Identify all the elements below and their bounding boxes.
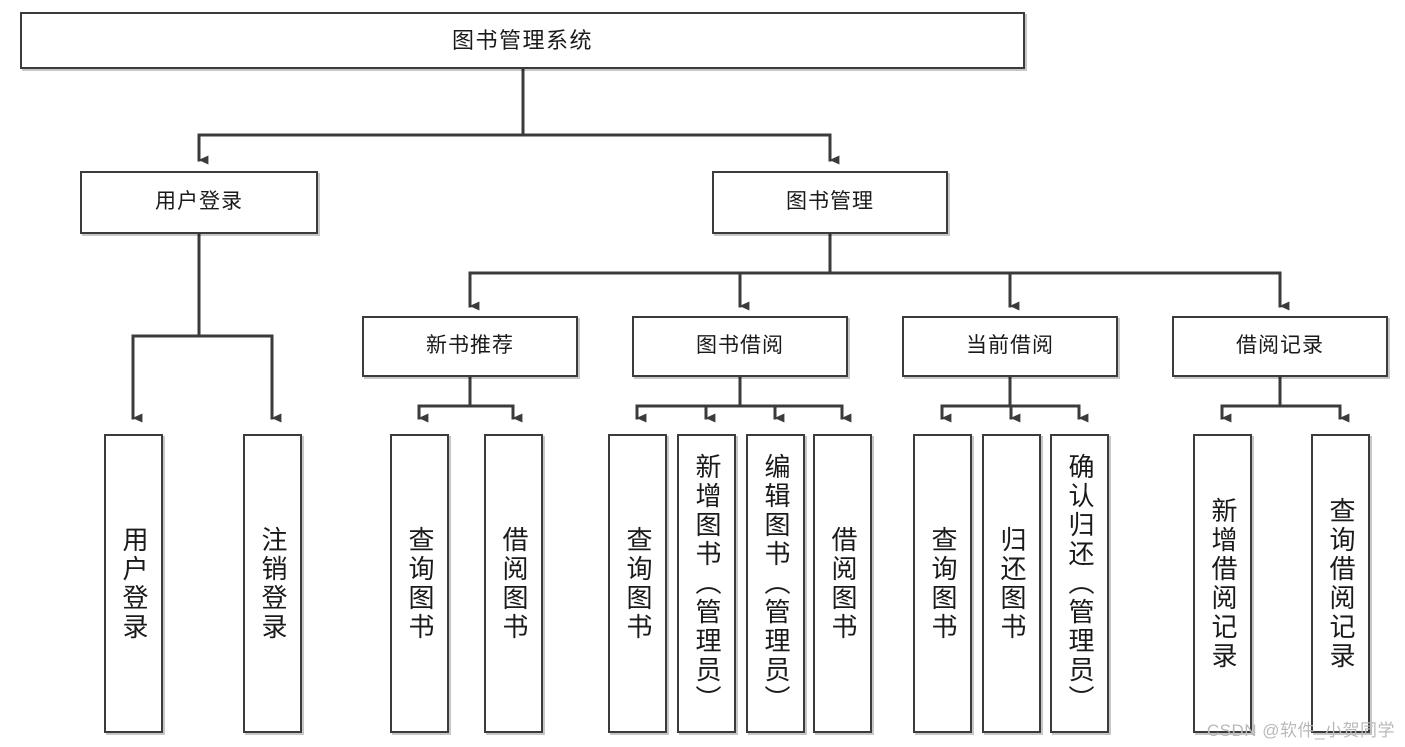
- node-book-borrow[interactable]: 图书借阅: [632, 316, 848, 377]
- node-label: 图书借阅: [696, 334, 784, 358]
- node-label: 新增图书（管理员）: [692, 453, 723, 714]
- node-label: 查询图书: [928, 525, 959, 642]
- node-label: 用户登录: [155, 190, 243, 214]
- leaf-query-book-recommend[interactable]: 查询图书: [390, 434, 449, 733]
- node-label: 注销登录: [258, 525, 289, 642]
- node-label: 归还图书: [997, 525, 1028, 642]
- node-label: 确认归还（管理员）: [1065, 453, 1096, 714]
- node-label: 编辑图书（管理员）: [761, 453, 792, 714]
- node-book-manage[interactable]: 图书管理: [712, 171, 948, 234]
- node-label: 用户登录: [119, 525, 150, 642]
- node-label: 新书推荐: [426, 334, 514, 358]
- node-label: 图书管理: [786, 190, 874, 214]
- leaf-return-book[interactable]: 归还图书: [982, 434, 1041, 733]
- leaf-borrow-book-recommend[interactable]: 借阅图书: [484, 434, 543, 733]
- node-user-login[interactable]: 用户登录: [80, 171, 318, 234]
- node-current-borrow[interactable]: 当前借阅: [902, 316, 1118, 377]
- node-borrow-record[interactable]: 借阅记录: [1172, 316, 1388, 377]
- node-label: 新增借阅记录: [1208, 496, 1239, 671]
- csdn-watermark: CSDN @软件_小贺同学: [1206, 721, 1395, 740]
- leaf-add-borrow-record[interactable]: 新增借阅记录: [1193, 434, 1252, 733]
- node-label: 当前借阅: [966, 334, 1054, 358]
- node-label: 图书管理系统: [451, 27, 593, 53]
- leaf-query-borrow-record[interactable]: 查询借阅记录: [1311, 434, 1370, 733]
- node-label: 借阅图书: [828, 525, 859, 642]
- leaf-logout[interactable]: 注销登录: [243, 434, 302, 733]
- leaf-query-book-current[interactable]: 查询图书: [913, 434, 972, 733]
- node-label: 查询借阅记录: [1326, 496, 1357, 671]
- leaf-add-book-admin[interactable]: 新增图书（管理员）: [677, 434, 736, 733]
- leaf-query-book-borrow[interactable]: 查询图书: [608, 434, 667, 733]
- node-label: 查询图书: [405, 525, 436, 642]
- leaf-edit-book-admin[interactable]: 编辑图书（管理员）: [746, 434, 805, 733]
- leaf-confirm-return-admin[interactable]: 确认归还（管理员）: [1050, 434, 1109, 733]
- leaf-user-login[interactable]: 用户登录: [104, 434, 163, 733]
- node-label: 借阅图书: [499, 525, 530, 642]
- node-label: 借阅记录: [1236, 334, 1324, 358]
- node-label: 查询图书: [623, 525, 654, 642]
- leaf-borrow-book[interactable]: 借阅图书: [813, 434, 872, 733]
- node-new-book-recommend[interactable]: 新书推荐: [362, 316, 578, 377]
- node-root-system[interactable]: 图书管理系统: [20, 12, 1025, 69]
